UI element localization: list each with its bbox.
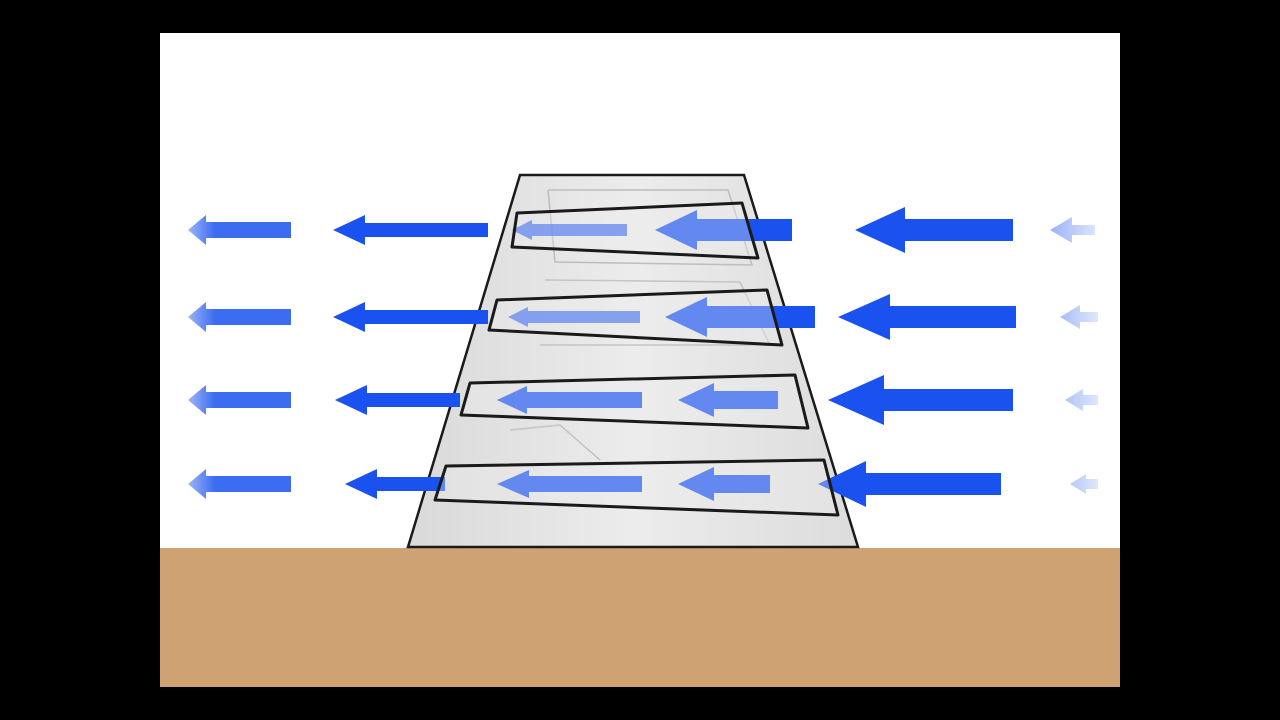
- left-arrow-icon: [333, 215, 488, 245]
- right-fade: [1040, 190, 1120, 510]
- left-arrow-icon: [512, 220, 627, 240]
- tower-inner-detail: [547, 189, 754, 266]
- left-arrow-icon: [678, 467, 770, 501]
- left-arrow-icon: [678, 383, 778, 417]
- airflow-arrows: [188, 207, 1098, 507]
- louver-bands: [433, 201, 840, 517]
- louver-band: [459, 373, 810, 430]
- left-arrow-icon: [828, 375, 1013, 425]
- tower-inner-detail: [509, 424, 601, 461]
- tower-body: [406, 173, 860, 549]
- left-arrow-icon: [508, 307, 640, 327]
- left-arrow-icon: [497, 470, 642, 498]
- left-arrow-icon: [855, 207, 1013, 253]
- left-arrow-icon: [818, 461, 1001, 507]
- left-arrow-icon: [655, 210, 792, 250]
- louver-band: [487, 288, 784, 347]
- louver-band: [433, 458, 840, 517]
- left-fade: [160, 190, 215, 510]
- left-arrow-icon: [345, 469, 445, 499]
- ground: [160, 548, 1120, 687]
- left-arrow-icon: [838, 294, 1016, 340]
- left-arrow-icon: [333, 302, 488, 332]
- left-arrow-icon: [497, 386, 642, 414]
- louver-band: [510, 201, 760, 260]
- left-arrow-icon: [335, 385, 460, 415]
